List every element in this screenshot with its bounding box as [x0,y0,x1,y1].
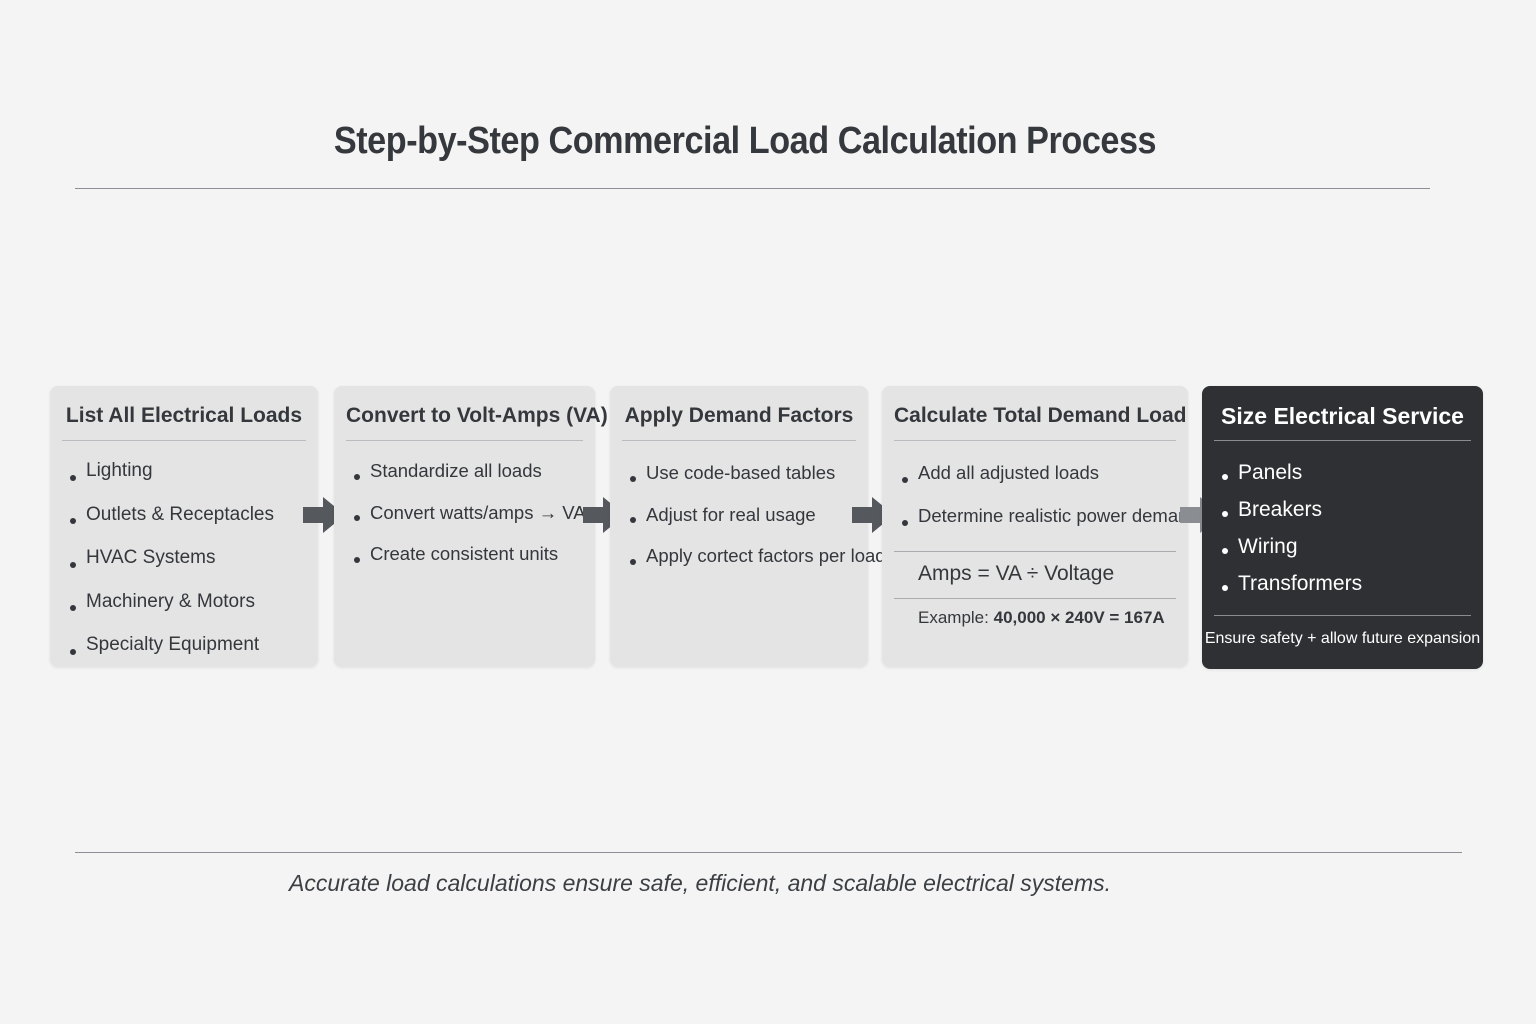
arrow-right-icon [583,495,625,535]
list-item: Specialty Equipment [68,630,312,674]
list-item: Lighting [68,456,312,500]
formula-divider [894,551,1176,552]
list-item: Apply cortect factors per load [628,541,886,583]
page-title: Step-by-Step Commercial Load Calculation… [333,120,1157,162]
step-item-list: Add all adjusted loads Determine realist… [900,458,1199,544]
step-card-list-loads: List All Electrical Loads Lighting Outle… [50,386,318,667]
step-card-total-demand: Calculate Total Demand Load Add all adju… [882,386,1199,667]
list-item: Use code-based tables [628,458,862,500]
step-item-list: Standardize all loads Convert watts/amps… [352,456,589,581]
title-divider [75,188,1430,189]
amps-formula: Amps = VA ÷ Voltage [918,562,1115,585]
step-heading: List All Electrical Loads [62,400,306,441]
step-heading: Size Electrical Service [1214,400,1471,441]
example-label: Example: [918,608,989,627]
list-item: Wiring [1220,532,1477,569]
list-item: Transformers [1220,569,1477,606]
list-item: Outlets & Receptacles [68,500,312,544]
step-heading: Convert to Volt-Amps (VA) [346,400,608,441]
step-card-demand-factors: Apply Demand Factors Use code-based tabl… [610,386,886,667]
formula-example: Example: 40,000 × 240V = 167A [918,608,1165,628]
list-item: Breakers [1220,495,1477,532]
arrow-right-icon [852,495,894,535]
step-item-list: Lighting Outlets & Receptacles HVAC Syst… [68,456,312,674]
arrow-right-icon [1180,495,1222,535]
example-value: 40,000 × 240V = 167A [993,608,1165,627]
arrow-right-icon [303,495,345,535]
list-item: HVAC Systems [68,543,312,587]
footer-caption: Accurate load calculations ensure safe, … [288,870,1112,896]
list-item: Panels [1220,458,1477,495]
list-item: Machinery & Motors [68,587,312,631]
example-divider [894,598,1176,599]
step-card-convert-va: Convert to Volt-Amps (VA) Standardize al… [334,386,608,667]
step-item-list: Panels Breakers Wiring Transformers [1220,458,1477,606]
step-heading: Calculate Total Demand Load [894,400,1187,441]
service-note: Ensure safety + allow future expansion [1204,630,1481,647]
step-item-list: Use code-based tables Adjust for real us… [628,458,886,583]
step-heading: Apply Demand Factors [622,400,856,441]
footer-divider [75,852,1462,853]
list-item: Adjust for real usage [628,500,862,542]
note-divider [1214,615,1471,616]
list-item: Convert watts/amps → VA [352,498,589,540]
list-item: Determine realistic power demand [900,501,1199,544]
list-item: Add all adjusted loads [900,458,1182,501]
list-item: Create consistent units [352,539,589,581]
step-card-size-service: Size Electrical Service Panels Breakers … [1202,386,1483,669]
list-item: Standardize all loads [352,456,589,498]
